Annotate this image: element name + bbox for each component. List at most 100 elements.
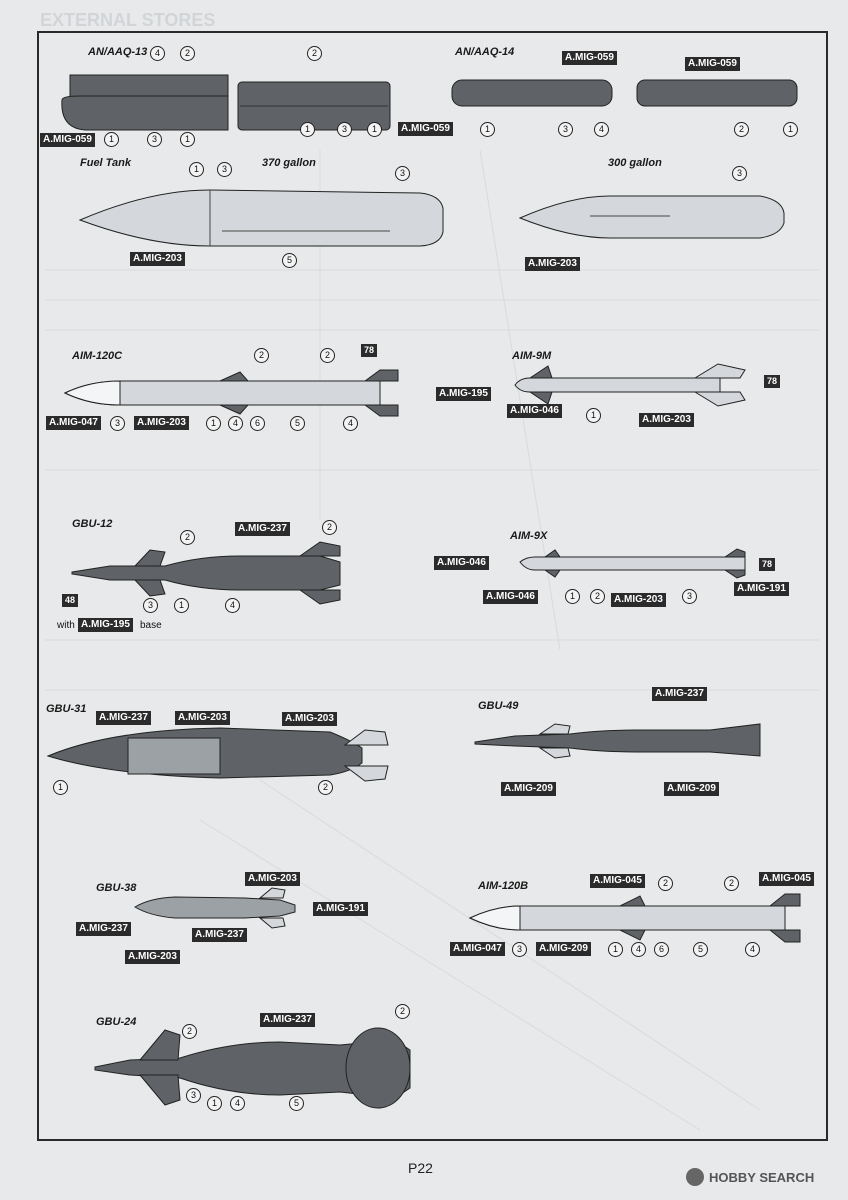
paint-code-label: A.MIG-203 — [245, 872, 300, 886]
decal-number-box: 48 — [62, 594, 79, 607]
fuel-370-title: 370 gallon — [262, 157, 316, 169]
callout-number: 1 — [206, 416, 221, 431]
decal-number-box: 78 — [759, 558, 776, 571]
callout-number: 2 — [590, 589, 605, 604]
paint-code-label: A.MIG-059 — [685, 57, 740, 71]
background-ghost-lines — [45, 149, 820, 1131]
fuel-tank-drawing — [78, 189, 785, 247]
callout-number: 2 — [658, 876, 673, 891]
watermark-text: HOBBY SEARCH — [709, 1170, 815, 1185]
paint-code-label: A.MIG-237 — [652, 687, 707, 701]
callout-number: 4 — [225, 598, 240, 613]
aaq13-drawing — [61, 74, 391, 131]
aim9m-title: AIM-9M — [512, 350, 552, 362]
callout-number: 2 — [307, 46, 322, 61]
callout-number: 5 — [282, 253, 297, 268]
callout-number: 1 — [367, 122, 382, 137]
paint-code-label: A.MIG-203 — [282, 712, 337, 726]
callout-number: 2 — [182, 1024, 197, 1039]
callout-number: 1 — [608, 942, 623, 957]
callout-number: 1 — [53, 780, 68, 795]
paint-code-label: A.MIG-047 — [46, 416, 101, 430]
callout-number: 3 — [186, 1088, 201, 1103]
decal-number-box: 78 — [361, 344, 378, 357]
paint-code-label: A.MIG-045 — [590, 874, 645, 888]
aaq14-drawing — [451, 79, 798, 107]
gbu24-title: GBU-24 — [96, 1016, 137, 1028]
note-with: with — [57, 620, 75, 631]
paint-code-label: A.MIG-209 — [536, 942, 591, 956]
paint-code-label: A.MIG-203 — [125, 950, 180, 964]
paint-code-label: A.MIG-046 — [483, 590, 538, 604]
callout-number: 5 — [693, 942, 708, 957]
callout-number: 2 — [254, 348, 269, 363]
callout-number: 1 — [104, 132, 119, 147]
paint-code-label: A.MIG-195 — [78, 618, 133, 632]
callout-number: 3 — [217, 162, 232, 177]
gbu31-title: GBU-31 — [46, 703, 87, 715]
callout-number: 1 — [565, 589, 580, 604]
callout-number: 3 — [682, 589, 697, 604]
callout-number: 4 — [150, 46, 165, 61]
callout-number: 3 — [143, 598, 158, 613]
paint-code-label: A.MIG-203 — [525, 257, 580, 271]
callout-number: 1 — [783, 122, 798, 137]
paint-code-label: A.MIG-237 — [192, 928, 247, 942]
paint-code-label: A.MIG-237 — [96, 711, 151, 725]
paint-code-label: A.MIG-203 — [639, 413, 694, 427]
aaq13-title: AN/AAQ-13 — [88, 46, 148, 58]
paint-code-label: A.MIG-237 — [235, 522, 290, 536]
gbu38-drawing — [134, 887, 296, 929]
callout-number: 1 — [189, 162, 204, 177]
callout-number: 3 — [558, 122, 573, 137]
paint-code-label: A.MIG-237 — [76, 922, 131, 936]
callout-number: 2 — [395, 1004, 410, 1019]
callout-number: 4 — [228, 416, 243, 431]
callout-number: 6 — [654, 942, 669, 957]
paint-code-label: A.MIG-237 — [260, 1013, 315, 1027]
paint-code-label: A.MIG-046 — [507, 404, 562, 418]
paint-code-label: A.MIG-191 — [313, 902, 368, 916]
callout-number: 2 — [180, 530, 195, 545]
callout-number: 4 — [594, 122, 609, 137]
paint-code-label: A.MIG-059 — [40, 133, 95, 147]
callout-number: 2 — [180, 46, 195, 61]
content-frame — [37, 31, 828, 1141]
callout-number: 3 — [110, 416, 125, 431]
callout-number: 2 — [322, 520, 337, 535]
gbu12-title: GBU-12 — [72, 518, 113, 530]
decal-number-box: 78 — [764, 375, 781, 388]
header-ghost-text: EXTERNAL STORES — [40, 10, 216, 30]
aim9m-drawing — [514, 363, 746, 407]
callout-number: 4 — [343, 416, 358, 431]
callout-number: 1 — [174, 598, 189, 613]
callout-number: 1 — [300, 122, 315, 137]
paint-code-label: A.MIG-191 — [734, 582, 789, 596]
aim120b-title: AIM-120B — [478, 880, 529, 892]
paint-code-label: A.MIG-203 — [130, 252, 185, 266]
paint-code-label: A.MIG-203 — [134, 416, 189, 430]
callout-number: 3 — [395, 166, 410, 181]
callout-number: 2 — [318, 780, 333, 795]
paint-code-label: A.MIG-059 — [398, 122, 453, 136]
aim120c-drawing — [63, 369, 399, 417]
callout-number: 3 — [732, 166, 747, 181]
callout-number: 5 — [289, 1096, 304, 1111]
paint-code-label: A.MIG-209 — [501, 782, 556, 796]
callout-number: 2 — [734, 122, 749, 137]
paint-code-label: A.MIG-046 — [434, 556, 489, 570]
callout-number: 2 — [724, 876, 739, 891]
paint-code-label: A.MIG-059 — [562, 51, 617, 65]
fuel-300-title: 300 gallon — [608, 157, 662, 169]
callout-number: 3 — [337, 122, 352, 137]
callout-number: 5 — [290, 416, 305, 431]
gbu31-drawing — [46, 727, 389, 782]
callout-number: 2 — [320, 348, 335, 363]
callout-number: 3 — [512, 942, 527, 957]
paint-code-label: A.MIG-209 — [664, 782, 719, 796]
paint-code-label: A.MIG-203 — [611, 593, 666, 607]
paint-code-label: A.MIG-047 — [450, 942, 505, 956]
aaq14-title: AN/AAQ-14 — [455, 46, 515, 58]
